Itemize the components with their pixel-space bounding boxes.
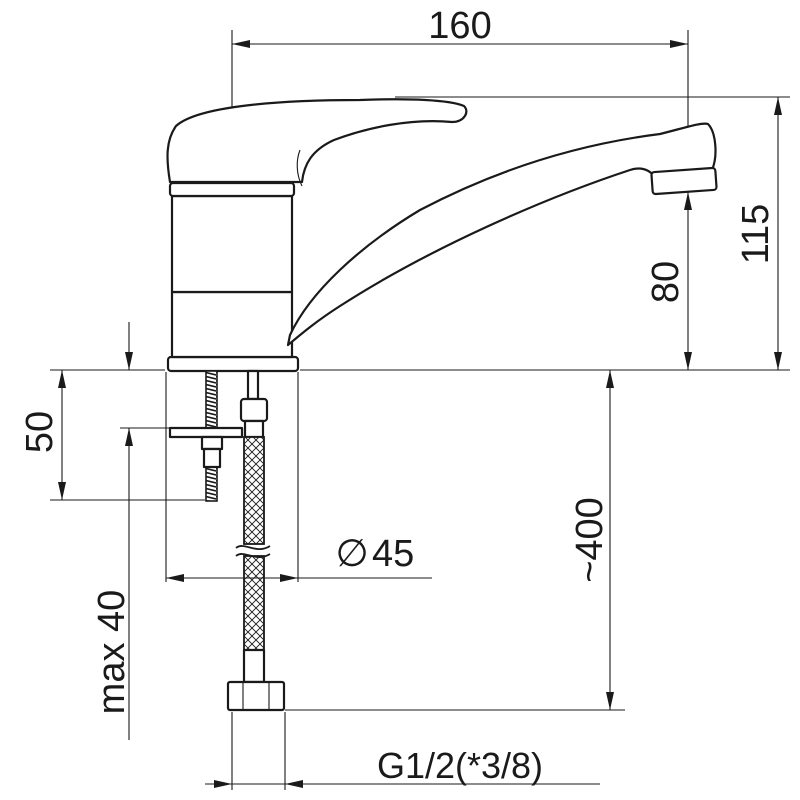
hose-top-fitting [246,369,260,401]
supply-hose [226,369,286,712]
label-max-thickness: max 40 [91,590,133,715]
dimension-hose-length [606,370,614,710]
dimension-height-total [774,97,782,370]
hose-braid-upper [243,436,265,545]
dimension-spout-height [684,192,692,370]
faucet-body [166,98,718,373]
label-height-total: 115 [735,204,777,265]
hose-bottom-ferrule [242,648,266,684]
body-lower-ring [170,290,294,359]
hose-top-nut [239,397,269,423]
hose-top-ferrule [243,419,265,439]
hose-bottom-nut [226,680,286,712]
dimension-width-top [232,40,688,48]
aerator [650,166,718,196]
mounting-nut-lower [202,447,222,469]
dimension-mount-height [58,370,66,500]
lever-handle [166,98,468,184]
label-body-diameter: 45 [372,533,414,575]
dimension-thread [205,780,600,788]
mounting-nut [200,435,224,451]
label-hose-length: ~400 [569,497,611,583]
dimension-max-thickness [125,322,133,740]
mounting-hardware [168,370,244,502]
label-thread: G1/2(*3/8) [377,745,543,786]
hose-break-mark [235,545,271,559]
label-width-top: 160 [428,5,491,47]
mounting-plate [168,426,244,439]
extension-lines [50,30,790,790]
lever-hinge-detail [296,149,303,187]
dimension-body-diameter [166,574,432,582]
label-mount-height: 50 [19,411,61,453]
diameter-symbol: ∅ [335,533,368,575]
spout [286,122,717,347]
hose-braid-lower [243,555,265,651]
body-top-ring [168,181,296,198]
mounting-flange [166,355,300,373]
label-spout-height: 80 [645,261,687,303]
body-upper-section [170,194,294,294]
